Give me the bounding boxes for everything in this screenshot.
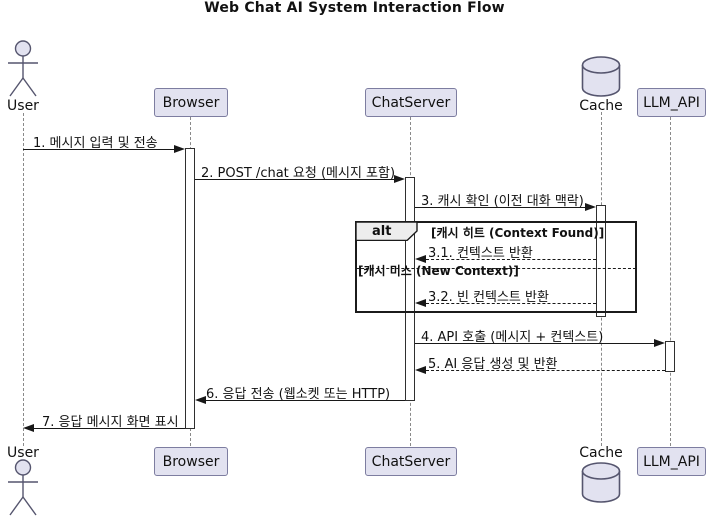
user-actor-icon-bottom — [8, 459, 38, 516]
participant-llm-api-bottom: LLM_API — [637, 447, 706, 476]
participant-label-cache-bottom: Cache — [579, 445, 623, 461]
arrowhead-3-1 — [415, 255, 426, 263]
message-arrow-7 — [34, 428, 185, 429]
alt-divider — [356, 268, 636, 269]
arrowhead-3-2 — [415, 299, 426, 307]
alt-operator-badge — [356, 222, 418, 241]
message-arrow-4 — [415, 343, 655, 344]
activation-cache — [596, 205, 606, 317]
cache-database-icon — [581, 56, 621, 97]
alt-condition-hit: [캐시 히트 (Context Found)] — [431, 226, 605, 240]
activation-browser — [185, 148, 195, 429]
message-label-1: 1. 메시지 입력 및 전송 — [33, 136, 158, 151]
participant-chatserver-top: ChatServer — [365, 88, 457, 117]
activation-llm-api — [665, 341, 675, 372]
user-actor-icon — [8, 40, 38, 97]
message-label-3-1: 3.1. 컨텍스트 반환 — [428, 246, 533, 261]
message-arrow-6 — [206, 400, 405, 401]
arrowhead-3 — [585, 203, 596, 211]
arrowhead-5 — [415, 366, 426, 374]
message-arrow-2 — [195, 179, 395, 180]
alt-operator-label: alt — [372, 224, 392, 239]
cache-database-icon-bottom — [581, 462, 621, 503]
participant-chatserver-bottom: ChatServer — [365, 447, 457, 476]
arrowhead-6 — [195, 396, 206, 404]
message-label-6: 6. 응답 전송 (웹소켓 또는 HTTP) — [206, 387, 391, 402]
arrowhead-4 — [654, 339, 665, 347]
participant-browser-bottom: Browser — [154, 447, 228, 476]
arrowhead-7 — [23, 424, 34, 432]
message-arrow-5 — [426, 370, 665, 371]
arrowhead-1 — [174, 145, 185, 153]
participant-label-user-bottom: User — [7, 445, 39, 461]
participant-browser-top: Browser — [154, 88, 228, 117]
message-label-7: 7. 응답 메시지 화면 표시 — [42, 415, 179, 430]
message-arrow-1 — [23, 149, 176, 150]
message-label-5: 5. AI 응답 생성 및 반환 — [428, 357, 558, 372]
message-label-3: 3. 캐시 확인 (이전 대화 맥락) — [421, 194, 584, 209]
message-label-4: 4. API 호출 (메시지 + 컨텍스트) — [421, 330, 604, 345]
alt-condition-miss: [캐시 미스 (New Context)] — [358, 264, 519, 278]
participant-label-user-top: User — [7, 98, 39, 114]
lifeline-llm-api — [670, 117, 671, 446]
message-label-3-2: 3.2. 빈 컨텍스트 반환 — [428, 290, 549, 305]
participant-llm-api-top: LLM_API — [637, 88, 706, 117]
activation-chatserver — [405, 177, 415, 401]
diagram-title: Web Chat AI System Interaction Flow — [204, 0, 505, 16]
message-arrow-3-1 — [426, 259, 596, 260]
participant-label-cache-top: Cache — [579, 98, 623, 114]
message-label-2: 2. POST /chat 요청 (메시지 포함) — [201, 166, 396, 181]
alt-frame — [355, 221, 637, 313]
arrowhead-2 — [394, 175, 405, 183]
message-arrow-3 — [415, 207, 586, 208]
lifeline-user — [23, 113, 24, 446]
message-arrow-3-2 — [426, 303, 596, 304]
